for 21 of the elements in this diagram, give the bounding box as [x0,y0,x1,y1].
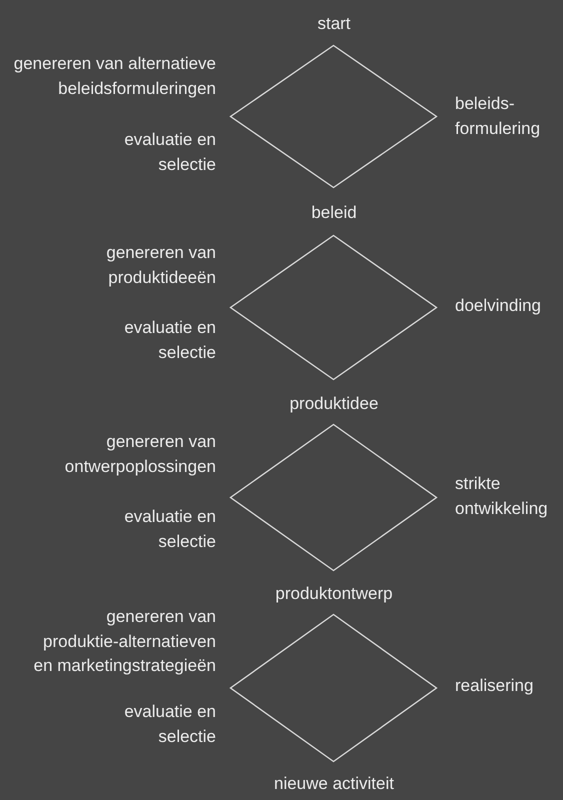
diamond-outline [230,235,437,380]
activity-label: genereren van produktie-alternatieven en marketingstrategieën [32,606,216,677]
milestone-label: beleid [310,202,358,224]
activity-label: evaluatie en selectie [123,506,216,552]
phase-label: doelvinding [455,295,542,317]
activity-label: evaluatie en selectie [123,129,216,176]
activity-label: genereren van produktideeën [105,242,216,288]
activity-label: genereren van ontwerpoplossingen [64,431,216,478]
diamond-outline [230,424,437,571]
milestone-label: produktontwerp [274,583,394,605]
diamond-outline [230,45,437,188]
phase-label: realisering [455,675,534,697]
phase-label: strikte ontwikkeling [455,473,549,520]
activity-label: genereren van alternatieve beleidsformuleringen [12,53,216,100]
milestone-label: produktidee [288,393,380,415]
milestone-label: start [316,13,352,35]
activity-label: evaluatie en selectie [123,317,216,364]
activity-label: evaluatie en selectie [123,701,216,748]
milestone-label: nieuwe activiteit [272,773,395,795]
phase-label: beleids- formulering [455,93,542,140]
diamond-outline [230,614,437,762]
